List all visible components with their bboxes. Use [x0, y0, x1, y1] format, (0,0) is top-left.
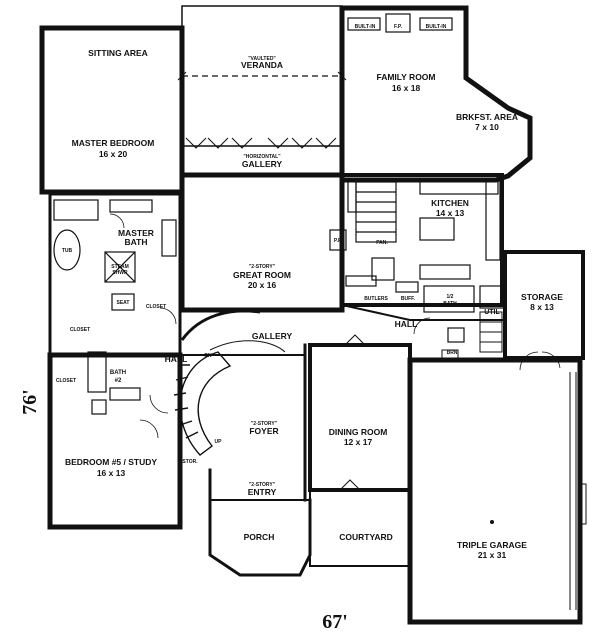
- garage-size: 21 x 31: [478, 550, 507, 560]
- entry-label: ENTRY: [248, 487, 277, 497]
- storage-label: STORAGE: [521, 292, 563, 302]
- porch-label: PORCH: [244, 532, 275, 542]
- fp-label: F.P.: [394, 24, 403, 30]
- gallery-top-label: GALLERY: [242, 159, 283, 169]
- great-room-note: "2-STORY": [249, 264, 276, 270]
- util-label: UTIL: [484, 309, 500, 316]
- depth-dimension: 76': [19, 389, 41, 415]
- room-labels: SITTING AREA MASTER BEDROOM 16 x 20 MAST…: [56, 24, 563, 560]
- stor-label: STOR.: [182, 459, 198, 465]
- dining-label: DINING ROOM: [329, 427, 388, 437]
- great-room-label: GREAT ROOM: [233, 270, 291, 280]
- dn-label: DN: [204, 353, 212, 359]
- dining-size: 12 x 17: [344, 437, 373, 447]
- kitchen-details: [329, 179, 505, 343]
- master-bath-fixtures: [53, 199, 177, 311]
- bedroom5-wall: [47, 352, 183, 530]
- family-room-wall: [339, 5, 533, 183]
- veranda-windows: [177, 71, 347, 149]
- bath3-label-2: BATH: [443, 301, 457, 307]
- gallery-mid-label: GALLERY: [252, 331, 293, 341]
- porch-wall: [208, 498, 312, 577]
- family-room-size: 16 x 18: [392, 83, 421, 93]
- sitting-area-label: SITTING AREA: [88, 48, 148, 58]
- fireplace: [347, 13, 453, 33]
- dining-wall: [308, 343, 412, 492]
- brkfst-label: BRKFST. AREA: [456, 112, 518, 122]
- great-room-size: 20 x 16: [248, 280, 277, 290]
- bath2-label: BATH: [110, 370, 126, 376]
- buff-label: BUFF.: [401, 296, 416, 302]
- master-bedroom-size: 16 x 20: [99, 149, 128, 159]
- closet-label-1: CLOSET: [146, 304, 166, 310]
- veranda-note: "VAULTED": [248, 56, 276, 62]
- butlers-label: BUTLERS: [364, 296, 388, 302]
- built-in-label-1: BUILT-IN: [355, 24, 376, 30]
- brn-label: BRN: [447, 350, 458, 356]
- width-dimension: 67': [322, 611, 348, 633]
- foyer-note: "2-STORY": [251, 421, 278, 427]
- door-swings: [109, 213, 561, 439]
- storage-size: 8 x 13: [530, 302, 554, 312]
- garage-details: [441, 311, 587, 610]
- tub-fixture: [53, 229, 81, 271]
- built-in-label-2: BUILT-IN: [426, 24, 447, 30]
- foyer-arc-wall: [180, 309, 261, 341]
- kitchen-size: 14 x 13: [436, 208, 465, 218]
- courtyard-label: COURTYARD: [339, 532, 393, 542]
- bedroom5-label: BEDROOM #5 / STUDY: [65, 457, 157, 467]
- gallery-note: "HORIZONTAL": [243, 154, 281, 160]
- hall-right-label: HALL: [395, 319, 418, 329]
- garage-dot: [490, 520, 494, 524]
- master-bath-label: MASTER: [118, 228, 154, 238]
- seat-label: SEAT: [117, 300, 130, 306]
- steam-shower-label-2: SHWR: [112, 270, 128, 276]
- bedroom5-size: 16 x 13: [97, 468, 126, 478]
- garage-label: TRIPLE GARAGE: [457, 540, 527, 550]
- bath2-fixtures: [87, 351, 141, 415]
- garage-wall: [407, 357, 583, 625]
- bath2-number: #2: [115, 378, 122, 384]
- pp-label: P.P.: [334, 238, 343, 244]
- master-bedroom-label: MASTER BEDROOM: [72, 138, 155, 148]
- brkfst-size: 7 x 10: [475, 122, 499, 132]
- veranda-label: VERANDA: [241, 60, 283, 70]
- entry-note: "2-STORY": [249, 482, 276, 488]
- dining-arch: [344, 334, 366, 346]
- closet-label-2: CLOSET: [70, 327, 90, 333]
- kitchen-label: KITCHEN: [431, 198, 469, 208]
- bath3-label: 1/2: [447, 294, 454, 300]
- family-room-label: FAMILY ROOM: [376, 72, 435, 82]
- pan-label: PAN.: [376, 240, 388, 246]
- up-label: UP: [215, 439, 223, 445]
- courtyard-arch: [339, 479, 361, 491]
- master-bath-label-2: BATH: [125, 237, 148, 247]
- tub-label: TUB: [62, 248, 73, 254]
- foyer-label: FOYER: [249, 426, 278, 436]
- spiral-stair: [173, 340, 286, 456]
- steam-shower-label: STEAM: [111, 264, 129, 270]
- closet-label-3: CLOSET: [56, 378, 76, 384]
- courtyard-outline: [309, 489, 411, 567]
- hall-left-label: HALL: [165, 354, 188, 364]
